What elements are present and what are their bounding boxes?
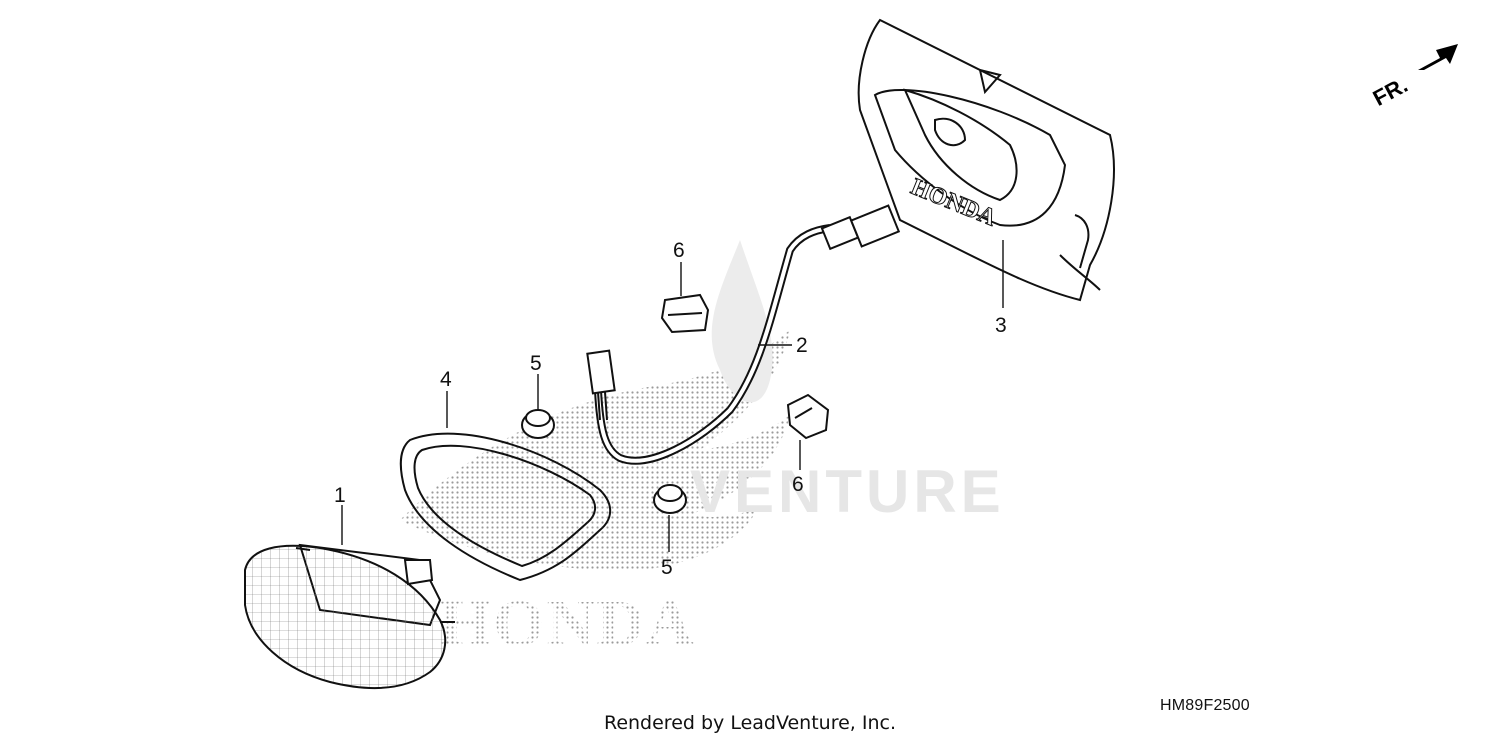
callout-4: 4 — [440, 368, 452, 391]
callout-6-lower: 6 — [792, 473, 804, 496]
watermark-honda: HONDA — [440, 587, 696, 660]
callout-2: 2 — [796, 334, 808, 357]
watermark: HONDA VENTURE — [400, 240, 1005, 660]
front-arrow-icon — [1418, 44, 1458, 70]
watermark-wing — [400, 330, 790, 571]
tail-light — [244, 543, 455, 689]
grommet-lower — [653, 484, 687, 514]
callout-6-upper: 6 — [673, 239, 685, 262]
clip-upper — [660, 293, 710, 334]
callout-5-lower: 5 — [661, 556, 673, 579]
wire-harness — [586, 204, 901, 465]
callout-3: 3 — [995, 314, 1007, 337]
clip-lower — [786, 393, 830, 440]
grommet-upper — [521, 409, 555, 439]
footer-credit: Rendered by LeadVenture, Inc. — [603, 712, 897, 734]
rear-cover — [857, 18, 1115, 302]
callout-1: 1 — [334, 484, 346, 507]
callout-5-upper: 5 — [530, 352, 542, 375]
diagram-code: HM89F2500 — [1160, 697, 1250, 714]
front-indicator: FR. — [1369, 44, 1458, 111]
leader-lines — [341, 240, 1004, 552]
gasket — [399, 432, 612, 582]
svg-text:FR.: FR. — [1369, 72, 1412, 111]
watermark-venture: VENTURE — [690, 458, 1005, 525]
